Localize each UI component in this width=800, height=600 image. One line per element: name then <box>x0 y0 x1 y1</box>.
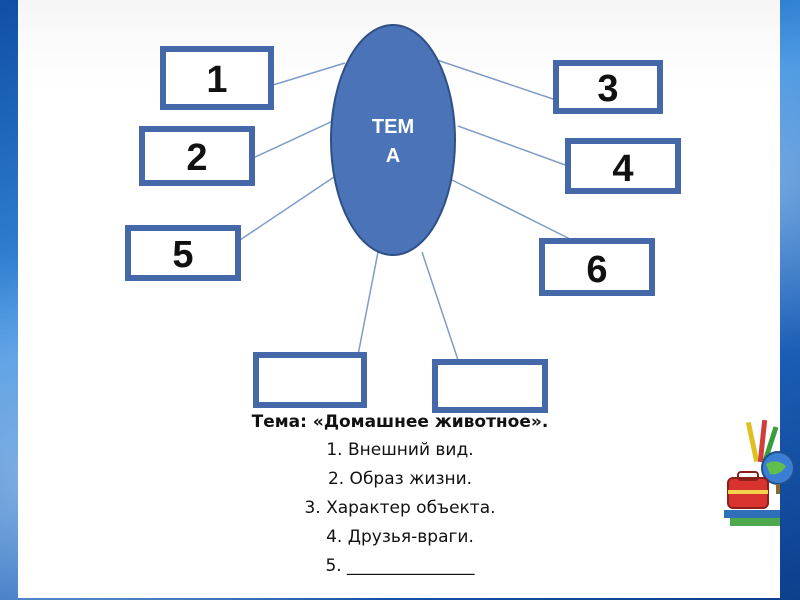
connector-5 <box>239 174 338 241</box>
caption-title: Тема: «Домашнее животное». <box>251 412 549 432</box>
connector-3 <box>436 59 557 101</box>
connector-2 <box>252 119 336 159</box>
box-3-label: 3 <box>597 68 618 110</box>
topic-caption: Тема: «Домашнее животное». 1. Внешний ви… <box>200 408 600 581</box>
caption-item-2: 2. Образ жизни. <box>327 469 473 489</box>
box-8 <box>432 359 548 413</box>
connector-8 <box>421 251 459 361</box>
center-label-line1: ТЕМ <box>372 116 414 138</box>
connector-6 <box>451 179 573 241</box>
connector-1 <box>272 62 346 86</box>
caption-item-4: 4. Друзья-враги. <box>326 527 474 547</box>
central-ellipse <box>330 24 456 256</box>
box-7 <box>253 352 367 408</box>
box-4: 4 <box>565 138 681 194</box>
box-5-label: 5 <box>172 234 193 276</box>
caption-item-3: 3. Характер объекта. <box>304 498 496 518</box>
center-label-line2: А <box>386 145 400 167</box>
box-5: 5 <box>125 225 241 281</box>
box-6-label: 6 <box>586 249 607 291</box>
connectors <box>239 59 573 361</box>
box-1: 1 <box>160 46 274 110</box>
connector-4 <box>457 125 569 167</box>
box-1-label: 1 <box>206 59 227 101</box>
box-4-label: 4 <box>612 148 633 190</box>
school-supplies-icon <box>724 420 795 526</box>
box-2: 2 <box>139 126 255 186</box>
box-3: 3 <box>553 60 663 114</box>
connector-7 <box>357 251 379 356</box>
caption-item-1: 1. Внешний вид. <box>326 440 474 460</box>
caption-item-5: 5. _______________ <box>325 556 475 576</box>
box-6: 6 <box>539 238 655 296</box>
central-topic: ТЕМ А <box>330 24 456 256</box>
box-2-label: 2 <box>186 137 207 179</box>
